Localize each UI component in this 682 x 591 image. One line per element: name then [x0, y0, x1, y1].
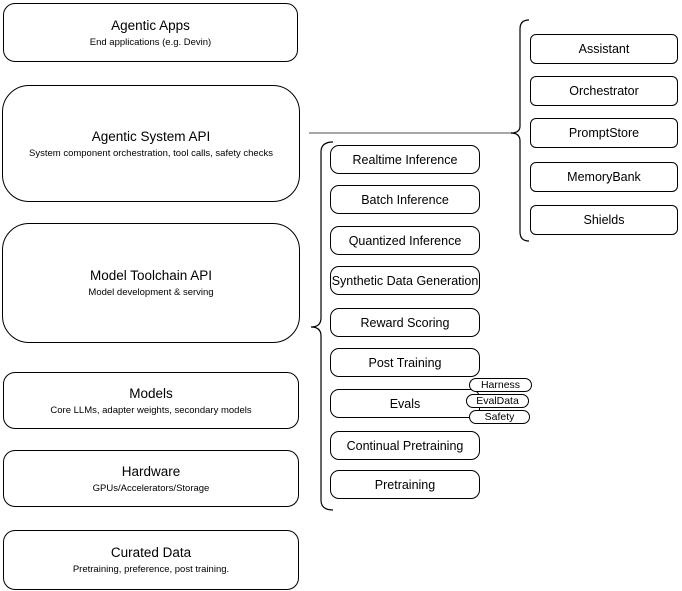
- component-shields: Shields: [530, 205, 678, 235]
- box-agentic-system-api: Agentic System API System component orch…: [2, 85, 300, 202]
- brace-system-components: [510, 19, 530, 242]
- box-subtitle: Core LLMs, adapter weights, secondary mo…: [50, 404, 252, 416]
- node-label: Pretraining: [374, 477, 436, 492]
- box-title: Agentic Apps: [111, 17, 190, 33]
- box-title: Agentic System API: [91, 128, 211, 144]
- tag-evaldata: EvalData: [466, 394, 529, 408]
- component-label: Shields: [583, 213, 625, 227]
- node-label: Post Training: [368, 355, 442, 370]
- node-batch-inference: Batch Inference: [330, 185, 480, 214]
- node-label: Evals: [389, 396, 421, 411]
- node-label: Reward Scoring: [360, 315, 450, 330]
- box-subtitle: Model development & serving: [88, 287, 214, 298]
- box-subtitle: System component orchestration, tool cal…: [29, 147, 273, 159]
- box-title: Curated Data: [110, 545, 192, 560]
- node-evals: Evals: [330, 389, 480, 418]
- box-curated-data: Curated Data Pretraining, preference, po…: [3, 530, 299, 590]
- component-label: Assistant: [578, 42, 630, 56]
- tag-label: Safety: [484, 410, 515, 423]
- component-label: Orchestrator: [569, 84, 639, 98]
- box-subtitle: End applications (e.g. Devin): [89, 36, 212, 48]
- node-label: Batch Inference: [361, 192, 449, 207]
- tag-label: EvalData: [476, 394, 519, 407]
- box-models: Models Core LLMs, adapter weights, secon…: [3, 372, 299, 429]
- node-realtime-inference: Realtime Inference: [330, 145, 480, 174]
- node-label: Realtime Inference: [352, 152, 458, 167]
- box-subtitle: GPUs/Accelerators/Storage: [92, 482, 210, 494]
- box-subtitle: Pretraining, preference, post training.: [72, 564, 230, 575]
- node-quantized-inference: Quantized Inference: [330, 226, 480, 255]
- node-label: Quantized Inference: [348, 233, 462, 248]
- box-title: Model Toolchain API: [89, 268, 213, 283]
- box-title: Hardware: [121, 463, 181, 479]
- tag-safety: Safety: [469, 410, 530, 424]
- node-post-training: Post Training: [330, 348, 480, 377]
- node-label: Synthetic Data Generation: [331, 273, 479, 288]
- brace-toolchain: [310, 141, 334, 511]
- node-continual-pretraining: Continual Pretraining: [330, 431, 480, 460]
- node-pretraining: Pretraining: [330, 470, 480, 499]
- box-agentic-apps: Agentic Apps End applications (e.g. Devi…: [3, 3, 298, 62]
- component-label: PromptStore: [568, 126, 640, 140]
- node-reward-scoring: Reward Scoring: [330, 308, 480, 337]
- component-label: MemoryBank: [567, 170, 641, 184]
- box-title: Models: [129, 385, 173, 401]
- component-orchestrator: Orchestrator: [530, 76, 678, 106]
- node-label: Continual Pretraining: [346, 438, 464, 453]
- tag-label: Harness: [480, 378, 521, 391]
- component-promptstore: PromptStore: [530, 118, 678, 148]
- component-memorybank: MemoryBank: [530, 162, 678, 192]
- tag-harness: Harness: [469, 378, 532, 392]
- node-synthetic-data-generation: Synthetic Data Generation: [330, 266, 480, 295]
- component-assistant: Assistant: [530, 34, 678, 64]
- box-model-toolchain-api: Model Toolchain API Model development & …: [2, 223, 300, 343]
- box-hardware: Hardware GPUs/Accelerators/Storage: [3, 450, 299, 507]
